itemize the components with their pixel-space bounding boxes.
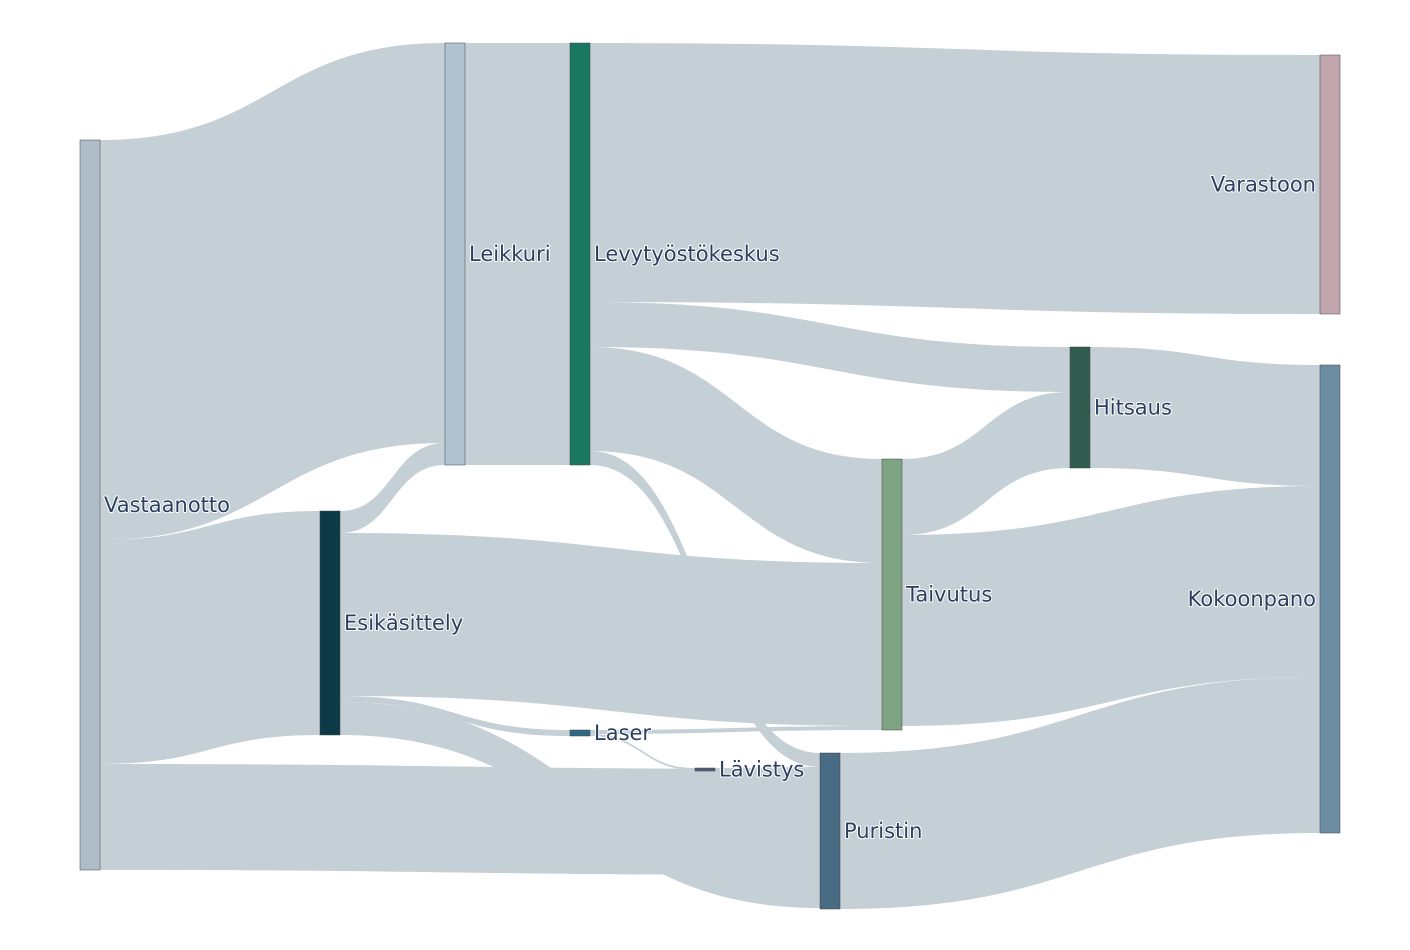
link-levytyostokeskus-to-taivutus[interactable] <box>590 347 882 563</box>
link-esikasittely-to-taivutus[interactable] <box>340 533 882 726</box>
node-label-esikasittely: Esikäsittely <box>344 611 463 635</box>
node-label-levytyostokeskus: Levytyöstökeskus <box>594 242 780 266</box>
link-vastaanotto-to-esikasittely[interactable] <box>100 511 320 764</box>
node-puristin[interactable] <box>819 752 841 910</box>
link-esikasittely-to-puristin[interactable] <box>340 702 820 908</box>
node-label-leikkuri: Leikkuri <box>469 242 551 266</box>
link-vastaanotto-to-puristin[interactable] <box>100 764 820 875</box>
node-label-varastoon: Varastoon <box>1211 173 1316 197</box>
node-levytyostokeskus[interactable] <box>569 42 591 466</box>
node-label-puristin: Puristin <box>844 819 922 843</box>
node-lavistys[interactable] <box>694 767 716 772</box>
link-levytyostokeskus-to-varastoon[interactable] <box>590 43 1320 314</box>
link-taivutus-to-hitsaus[interactable] <box>902 392 1070 535</box>
link-leikkuri-to-levytyostokeskus[interactable] <box>465 43 570 465</box>
node-label-laser: Laser <box>594 721 651 745</box>
link-hitsaus-to-kokoonpano[interactable] <box>1090 347 1320 486</box>
node-label-taivutus: Taivutus <box>905 583 992 607</box>
node-varastoon[interactable] <box>1319 54 1341 315</box>
link-puristin-to-kokoonpano[interactable] <box>840 677 1320 909</box>
node-label-lavistys: Lävistys <box>719 758 804 782</box>
node-label-vastaanotto: Vastaanotto <box>104 493 230 517</box>
node-taivutus[interactable] <box>881 458 903 731</box>
link-laser-to-lavistys[interactable] <box>590 734 695 770</box>
link-laser-to-taivutus[interactable] <box>590 726 882 734</box>
link-levytyostokeskus-to-puristin[interactable] <box>590 451 820 767</box>
node-vastaanotto[interactable] <box>79 139 101 871</box>
link-taivutus-to-kokoonpano[interactable] <box>902 486 1320 726</box>
node-kokoonpano[interactable] <box>1319 364 1341 834</box>
link-esikasittely-to-laser[interactable] <box>340 696 570 736</box>
link-levytyostokeskus-to-hitsaus[interactable] <box>590 302 1070 392</box>
link-vastaanotto-to-leikkuri[interactable] <box>100 43 445 540</box>
node-label-kokoonpano: Kokoonpano <box>1188 587 1316 611</box>
link-esikasittely-to-leikkuri[interactable] <box>340 443 445 533</box>
node-leikkuri[interactable] <box>444 42 466 466</box>
node-hitsaus[interactable] <box>1069 346 1091 469</box>
node-laser[interactable] <box>569 729 591 737</box>
links-layer <box>100 43 1320 909</box>
node-esikasittely[interactable] <box>319 510 341 736</box>
nodes-layer <box>79 42 1341 910</box>
node-label-hitsaus: Hitsaus <box>1094 396 1172 420</box>
link-lavistys-to-puristin[interactable] <box>715 767 820 770</box>
